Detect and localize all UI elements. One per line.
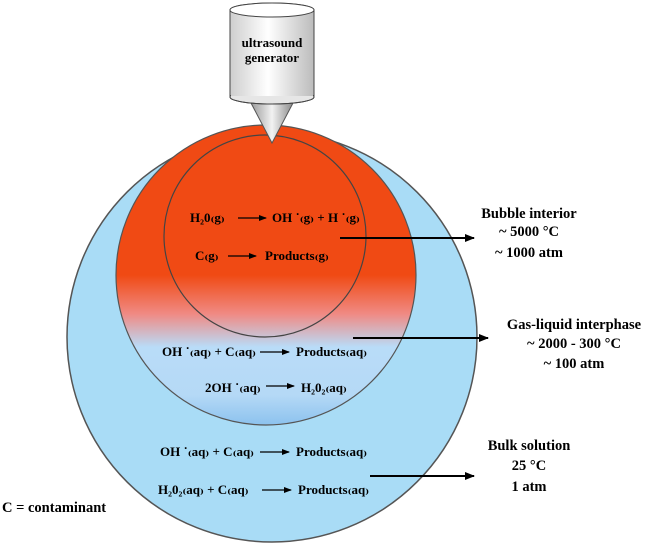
bulk-reaction-2-right: Products₍aq₎ [298,482,369,497]
bubble-reaction-1-right: OH ˙₍g₎ + H ˙₍g₎ [272,210,360,225]
bulk-reaction-2-left: H₂0₂₍aq₎ + C₍aq₎ [158,482,249,497]
interphase-pressure: ~ 100 atm [544,356,605,372]
generator-label-line1: ultrasound [242,35,303,50]
bulk-solution-pressure: 1 atm [511,479,546,495]
bubble-interior-title: Bubble interior [481,206,577,222]
interphase-region [115,124,417,426]
contaminant-legend: C = contaminant [2,500,106,516]
bubble-interior-temperature: ~ 5000 °C [499,224,559,240]
interphase-reaction-2-left: 2OH ˙₍aq₎ [205,380,261,395]
interphase-title: Gas-liquid interphase [507,317,642,333]
bulk-reaction-1-right: Products₍aq₎ [296,444,367,459]
bubble-reaction-2-left: C₍g₎ [195,248,219,263]
ultrasound-generator: ultrasound generator [229,2,315,105]
bubble-reaction-1-left: H₂0₍g₎ [190,210,225,225]
bulk-reaction-1-left: OH ˙₍aq₎ + C₍aq₎ [160,444,254,459]
interphase-temperature: ~ 2000 - 300 °C [527,336,621,352]
bubble-interior-region [163,134,367,338]
bubble-interior-pressure: ~ 1000 atm [495,245,563,261]
bulk-solution-temperature: 25 °C [512,458,546,474]
bubble-reaction-2-right: Products₍g₎ [265,248,329,263]
interphase-reaction-1-right: Products₍aq₎ [296,344,367,359]
generator-label-line2: generator [245,50,299,65]
bulk-solution-title: Bulk solution [488,438,571,454]
interphase-reaction-1-left: OH ˙₍aq₎ + C₍aq₎ [162,344,256,359]
interphase-reaction-2-right: H₂0₂₍aq₎ [301,380,347,395]
